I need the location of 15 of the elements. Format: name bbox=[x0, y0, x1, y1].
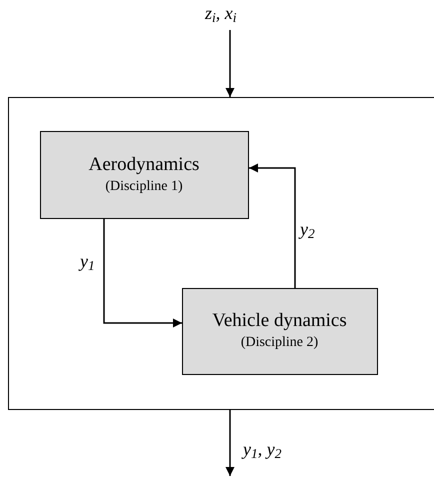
edge-label: y$_{1}$, y$_{2}$ bbox=[243, 438, 282, 460]
edge-label: y$_{2}$ bbox=[300, 218, 315, 240]
discipline-box bbox=[40, 130, 248, 218]
discipline-title: Aerodynamics bbox=[88, 152, 200, 176]
discipline-box bbox=[182, 288, 378, 374]
arrow bbox=[103, 219, 182, 328]
arrow bbox=[226, 30, 234, 97]
arrow bbox=[226, 410, 234, 476]
discipline-title: Vehicle dynamics bbox=[212, 309, 347, 333]
system-box bbox=[8, 97, 434, 410]
edge-label: y$_{1}$ bbox=[80, 250, 95, 272]
arrow bbox=[249, 164, 296, 288]
discipline-subtitle: (Discipline 2) bbox=[240, 334, 318, 352]
edge-label: z$_{i}$, x$_{i}$ bbox=[205, 2, 237, 24]
discipline-subtitle: (Discipline 1) bbox=[105, 178, 183, 196]
